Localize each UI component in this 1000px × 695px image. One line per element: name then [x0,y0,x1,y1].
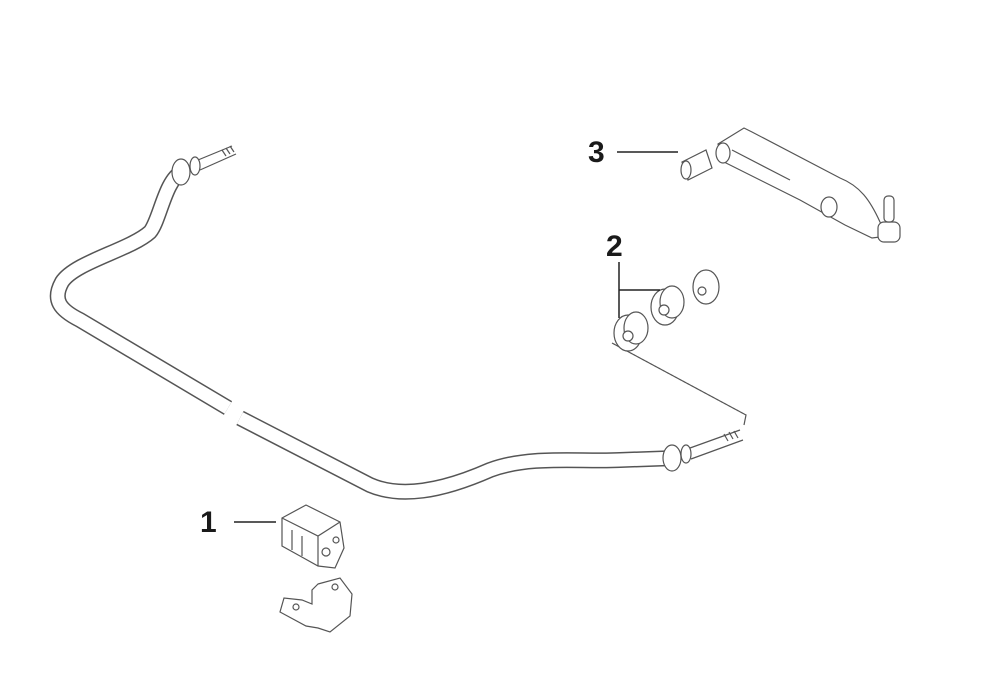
callout-3[interactable]: 3 [588,136,605,169]
part-1-bushing-bracket[interactable] [279,504,353,633]
callout-1[interactable]: 1 [200,506,217,539]
callout-2[interactable]: 2 [606,230,623,263]
part-2-link-bushings[interactable] [613,269,720,352]
leader-line-2 [618,262,660,318]
stabilizer-bar [49,145,747,500]
part-3-stabilizer-link[interactable] [680,127,901,243]
